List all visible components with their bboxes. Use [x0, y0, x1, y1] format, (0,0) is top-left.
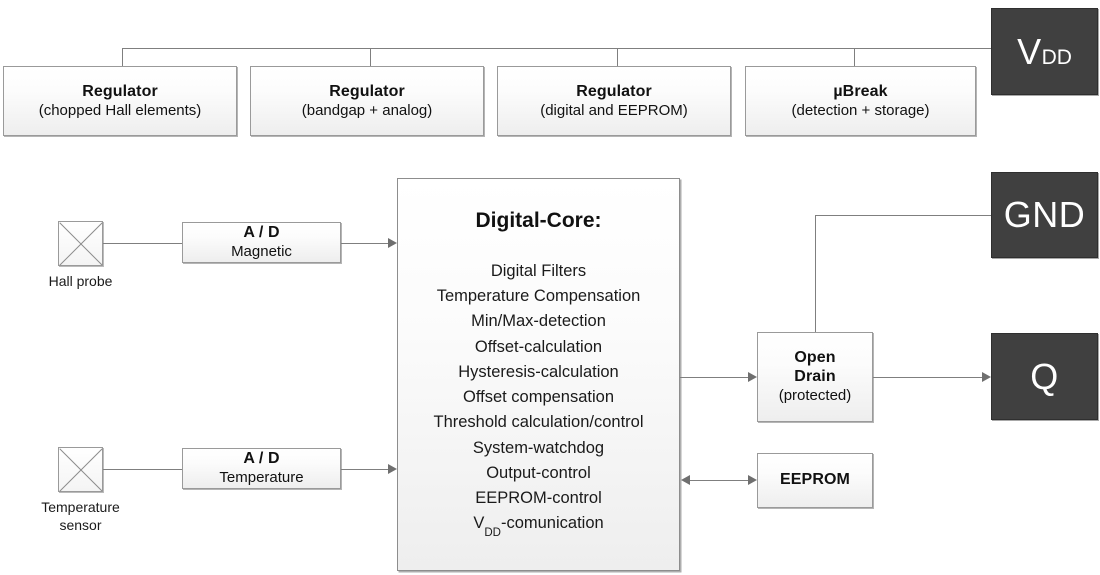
temperature-sensor-caption: Temperature sensor	[41, 499, 120, 533]
vdd-drop-regulator-3	[617, 48, 618, 66]
wire-adc-magnetic-to-core	[341, 243, 388, 244]
arrowhead-core-to-open-drain	[748, 372, 757, 382]
block-eeprom[interactable]: EEPROM	[757, 453, 873, 508]
arrowhead-adc-temperature-to-core	[388, 464, 397, 474]
core-function-vdd-tail: -comunication	[500, 514, 604, 533]
core-function: EEPROM-control	[475, 489, 602, 508]
block-subtitle: (bandgap + analog)	[301, 101, 433, 119]
pad-gnd[interactable]: GND	[991, 172, 1098, 258]
vdd-drop-ubreak	[854, 48, 855, 66]
arrowhead-core-to-eeprom	[748, 475, 757, 485]
open-drain-line-1: Open	[794, 349, 836, 367]
block-title: Regulator	[82, 82, 158, 100]
hall-probe-symbol[interactable]	[58, 221, 103, 266]
vdd-drop-regulator-2	[370, 48, 371, 66]
pad-vdd-sub: DD	[1041, 45, 1072, 69]
vdd-drop-regulator-1	[122, 48, 123, 66]
wire-open-drain-to-q	[873, 377, 983, 378]
core-function-vdd-sub: DD	[484, 526, 501, 539]
core-function: Min/Max-detection	[471, 312, 606, 331]
temperature-sensor-symbol[interactable]	[58, 447, 103, 492]
pad-gnd-label: GND	[1003, 194, 1086, 235]
core-function: Threshold calculation/control	[433, 413, 644, 432]
arrowhead-open-drain-to-q	[982, 372, 991, 382]
wire-gnd-horizontal	[815, 215, 991, 216]
block-ubreak[interactable]: µBreak (detection + storage)	[745, 66, 976, 136]
block-subtitle: Temperature	[219, 469, 304, 487]
block-adc-temperature[interactable]: A / D Temperature	[182, 448, 341, 489]
eeprom-label: EEPROM	[780, 471, 850, 489]
block-regulator-chopped-hall[interactable]: Regulator (chopped Hall elements)	[3, 66, 237, 136]
core-function: Hysteresis-calculation	[458, 362, 619, 381]
block-adc-magnetic[interactable]: A / D Magnetic	[182, 222, 341, 263]
digital-core-function-list: Digital Filters Temperature Compensation…	[433, 259, 643, 539]
core-function: Offset compensation	[462, 388, 615, 407]
core-function: Temperature Compensation	[436, 287, 641, 306]
core-function: System-watchdog	[472, 438, 605, 457]
core-function: Output-control	[486, 463, 591, 482]
block-title: A / D	[243, 450, 280, 468]
wire-gnd-vertical-to-open-drain	[815, 215, 816, 332]
block-title: Regulator	[329, 82, 405, 100]
block-regulator-bandgap-analog[interactable]: Regulator (bandgap + analog)	[250, 66, 484, 136]
digital-core-title: Digital-Core:	[475, 209, 602, 232]
vdd-bus-line	[122, 48, 991, 49]
open-drain-line-3: (protected)	[778, 387, 852, 405]
block-subtitle: (detection + storage)	[791, 101, 930, 119]
block-open-drain[interactable]: Open Drain (protected)	[757, 332, 873, 422]
block-regulator-digital-eeprom[interactable]: Regulator (digital and EEPROM)	[497, 66, 731, 136]
core-function: Digital Filters	[490, 262, 587, 280]
block-title: A / D	[243, 224, 280, 242]
block-digital-core[interactable]: Digital-Core: Digital Filters Temperatur…	[397, 178, 680, 571]
pad-q-label: Q	[1030, 355, 1059, 397]
wire-core-to-eeprom	[690, 480, 748, 481]
block-subtitle: (chopped Hall elements)	[38, 101, 202, 119]
core-function-vdd: VDD-comunication	[473, 511, 603, 539]
wire-core-to-open-drain	[680, 377, 748, 378]
arrowhead-eeprom-to-core	[681, 475, 690, 485]
arrowhead-adc-magnetic-to-core	[388, 238, 397, 248]
wire-temp-sensor-to-adc	[103, 469, 182, 470]
block-subtitle: Magnetic	[231, 243, 292, 261]
core-function-vdd-label: V	[473, 514, 485, 533]
wire-hall-to-adc	[103, 243, 182, 244]
block-title: Regulator	[576, 82, 652, 100]
wire-adc-temperature-to-core	[341, 469, 388, 470]
pad-q[interactable]: Q	[991, 333, 1098, 420]
core-function: Offset-calculation	[474, 337, 603, 356]
block-title: µBreak	[833, 82, 888, 100]
open-drain-line-2: Drain	[794, 368, 836, 386]
block-subtitle: (digital and EEPROM)	[540, 101, 688, 119]
pad-vdd-label: V	[1017, 30, 1042, 72]
hall-probe-caption: Hall probe	[48, 273, 113, 289]
